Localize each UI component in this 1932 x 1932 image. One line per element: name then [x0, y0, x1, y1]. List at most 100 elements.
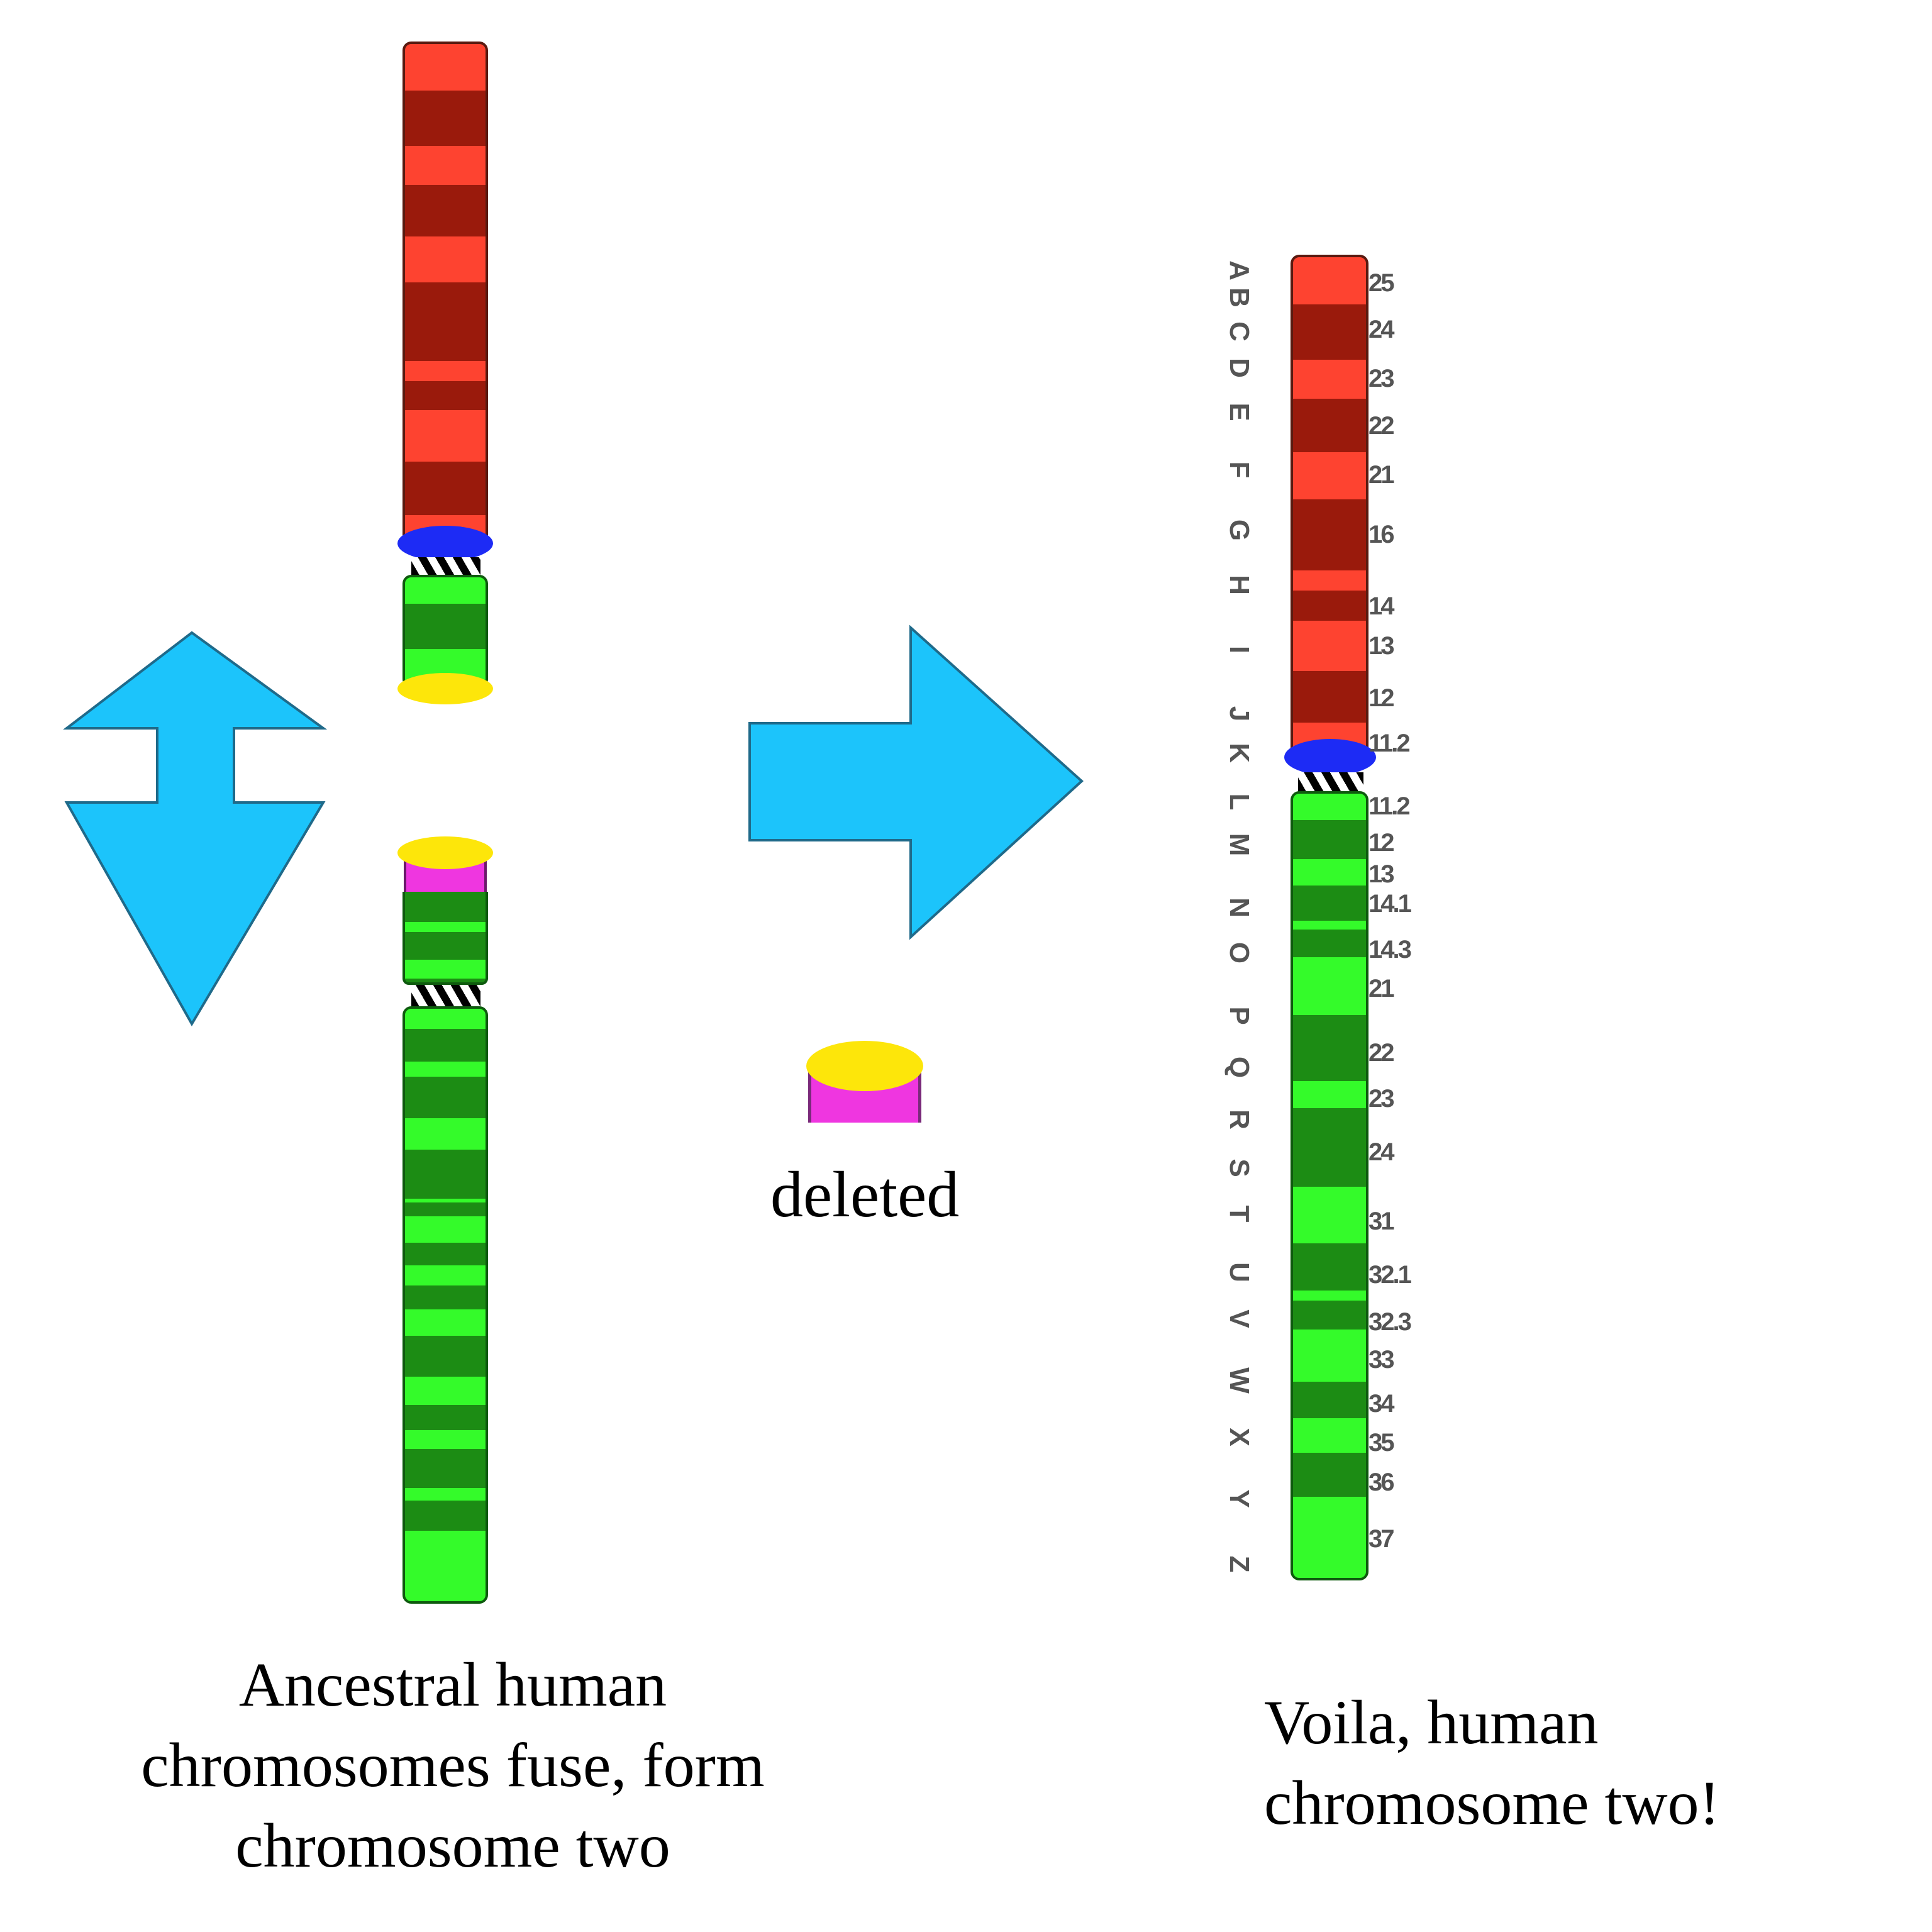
dark-band: [1293, 304, 1366, 360]
letter-k: K: [1224, 743, 1255, 763]
ancestral-lower-short-arm: [402, 892, 488, 985]
dark-band: [1293, 886, 1366, 921]
dark-band: [405, 1501, 486, 1531]
left-caption-line-2: chromosomes fuse, form: [141, 1730, 765, 1800]
dark-band: [1293, 1243, 1366, 1291]
letter-n: N: [1224, 897, 1255, 918]
dark-band: [1293, 1382, 1366, 1418]
dark-band: [405, 91, 486, 146]
band-31: 31: [1368, 1208, 1394, 1235]
hatched-fusion-site: [1298, 772, 1363, 792]
human-chromosome-2-q-arm: [1291, 791, 1368, 1580]
letter-x: X: [1224, 1428, 1255, 1446]
band-22-q: 22: [1368, 1039, 1394, 1067]
telomere-lower-yellow: [397, 836, 493, 869]
human-chromosome-2-p-arm: [1291, 255, 1368, 758]
band-11-2-p: 11.2: [1368, 730, 1411, 757]
band-24: 24: [1368, 316, 1394, 343]
letter-b: B: [1224, 287, 1255, 308]
right-caption-line-1: Voila, human: [1264, 1687, 1599, 1757]
letter-c: C: [1224, 321, 1255, 341]
band-13-q: 13: [1368, 860, 1394, 888]
letter-j: J: [1224, 706, 1255, 722]
dark-band: [1293, 930, 1366, 957]
left-caption-line-1: Ancestral human: [238, 1650, 667, 1719]
band-12-q: 12: [1368, 829, 1394, 857]
letter-u: U: [1224, 1262, 1255, 1282]
left-caption: Ancestral human chromosomes fuse, form c…: [38, 1645, 868, 1886]
telomere-upper-yellow: [397, 673, 493, 704]
ancestral-upper-green-arm: [402, 575, 488, 688]
letter-i: I: [1224, 645, 1255, 654]
letter-s: S: [1224, 1158, 1255, 1177]
band-23: 23: [1368, 365, 1394, 392]
dark-band: [405, 185, 486, 236]
up-down-arrow-icon: [63, 631, 328, 1026]
dark-band: [405, 1449, 486, 1488]
letter-t: T: [1224, 1205, 1255, 1223]
band-number-labels: 25 24 23 22 21 16 14 13 12 11.2 11.2 12 …: [1368, 0, 1457, 1635]
hatched-link-lower: [411, 985, 480, 1008]
dark-band: [1293, 499, 1366, 570]
dark-band: [1293, 1301, 1366, 1330]
ancestral-upper-chromosome: [402, 42, 488, 545]
band-14: 14: [1368, 592, 1394, 620]
dark-band: [405, 1150, 486, 1199]
band-22: 22: [1368, 412, 1394, 440]
letter-o: O: [1224, 941, 1255, 964]
band-23-q: 23: [1368, 1085, 1394, 1113]
dark-band: [405, 604, 486, 649]
band-34: 34: [1368, 1390, 1394, 1418]
ancestral-lower-chromosome: [402, 1006, 488, 1604]
dark-band: [405, 282, 486, 361]
deleted-yellow-telomere: [806, 1041, 923, 1091]
band-21: 21: [1368, 461, 1394, 489]
dark-band: [1293, 671, 1366, 723]
letter-l: L: [1224, 793, 1255, 811]
letter-q: Q: [1224, 1056, 1255, 1079]
dark-band: [1293, 399, 1366, 452]
letter-v: V: [1224, 1309, 1255, 1328]
letter-d: D: [1224, 358, 1255, 378]
band-16: 16: [1368, 521, 1394, 548]
band-32-3: 32.3: [1368, 1308, 1412, 1336]
right-caption-line-2: chromosome two!: [1264, 1768, 1720, 1838]
band-21-q: 21: [1368, 975, 1394, 1002]
band-14-3: 14.3: [1368, 936, 1412, 963]
deleted-label: deleted: [770, 1158, 960, 1231]
dark-band: [405, 1243, 486, 1265]
dark-band: [1293, 1108, 1366, 1187]
dark-band: [405, 1077, 486, 1118]
centromere-human: [1284, 739, 1376, 775]
band-33: 33: [1368, 1346, 1394, 1374]
band-11-2-q: 11.2: [1368, 792, 1411, 820]
letter-w: W: [1224, 1367, 1255, 1394]
dark-band: [1293, 1453, 1366, 1497]
band-12: 12: [1368, 684, 1394, 712]
letter-p: P: [1224, 1006, 1255, 1025]
dark-band: [405, 462, 486, 515]
dark-band: [1293, 1015, 1366, 1081]
centromere-upper: [397, 526, 493, 561]
dark-band: [405, 381, 486, 410]
dark-band: [405, 1285, 486, 1309]
dark-band: [1293, 820, 1366, 859]
band-36: 36: [1368, 1468, 1394, 1496]
band-35: 35: [1368, 1429, 1394, 1457]
band-37: 37: [1368, 1525, 1394, 1553]
letter-r: R: [1224, 1109, 1255, 1130]
letter-h: H: [1224, 575, 1255, 595]
light-band: [405, 922, 486, 932]
right-caption: Voila, human chromosome two!: [1264, 1682, 1893, 1843]
right-arrow-icon: [748, 625, 1084, 940]
light-band: [405, 960, 486, 979]
letter-y: Y: [1224, 1489, 1255, 1508]
dark-band: [1293, 591, 1366, 621]
letter-g: G: [1224, 519, 1255, 541]
letter-f: F: [1224, 461, 1255, 479]
band-14-1: 14.1: [1368, 890, 1412, 918]
band-13: 13: [1368, 632, 1394, 660]
band-24-q: 24: [1368, 1138, 1394, 1166]
dark-band: [405, 1029, 486, 1062]
letter-m: M: [1224, 833, 1255, 857]
